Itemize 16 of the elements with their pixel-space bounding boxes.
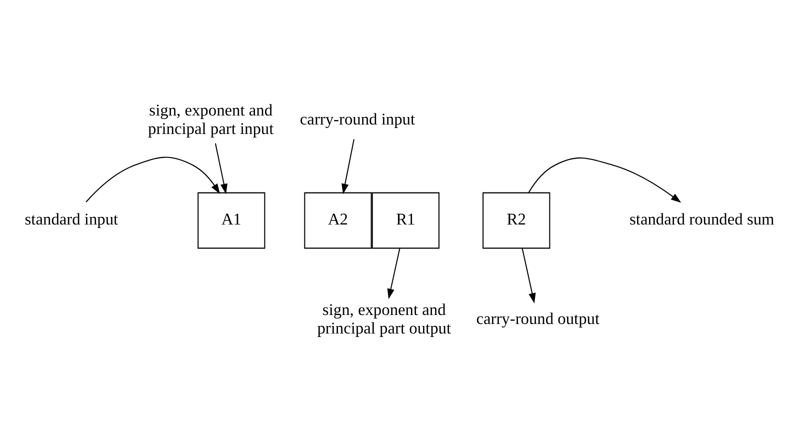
- node-box: A1: [198, 192, 266, 248]
- arrow: [86, 156, 220, 202]
- arrow: [528, 156, 682, 202]
- node-box: A2: [304, 192, 372, 248]
- node-text: standard input: [24, 208, 118, 228]
- node-text: carry-round input: [300, 109, 416, 128]
- node-text: standard rounded sum: [630, 208, 774, 228]
- arrow: [522, 248, 536, 303]
- node-box: R2: [482, 192, 550, 248]
- arrow: [214, 142, 228, 194]
- arrow: [387, 248, 400, 299]
- node-box: R1: [372, 192, 440, 248]
- arrow: [342, 138, 354, 194]
- node-text: sign, exponent and principal part output: [317, 300, 452, 337]
- node-text: sign, exponent and principal part input: [148, 100, 274, 138]
- node-text: carry-round output: [476, 308, 600, 328]
